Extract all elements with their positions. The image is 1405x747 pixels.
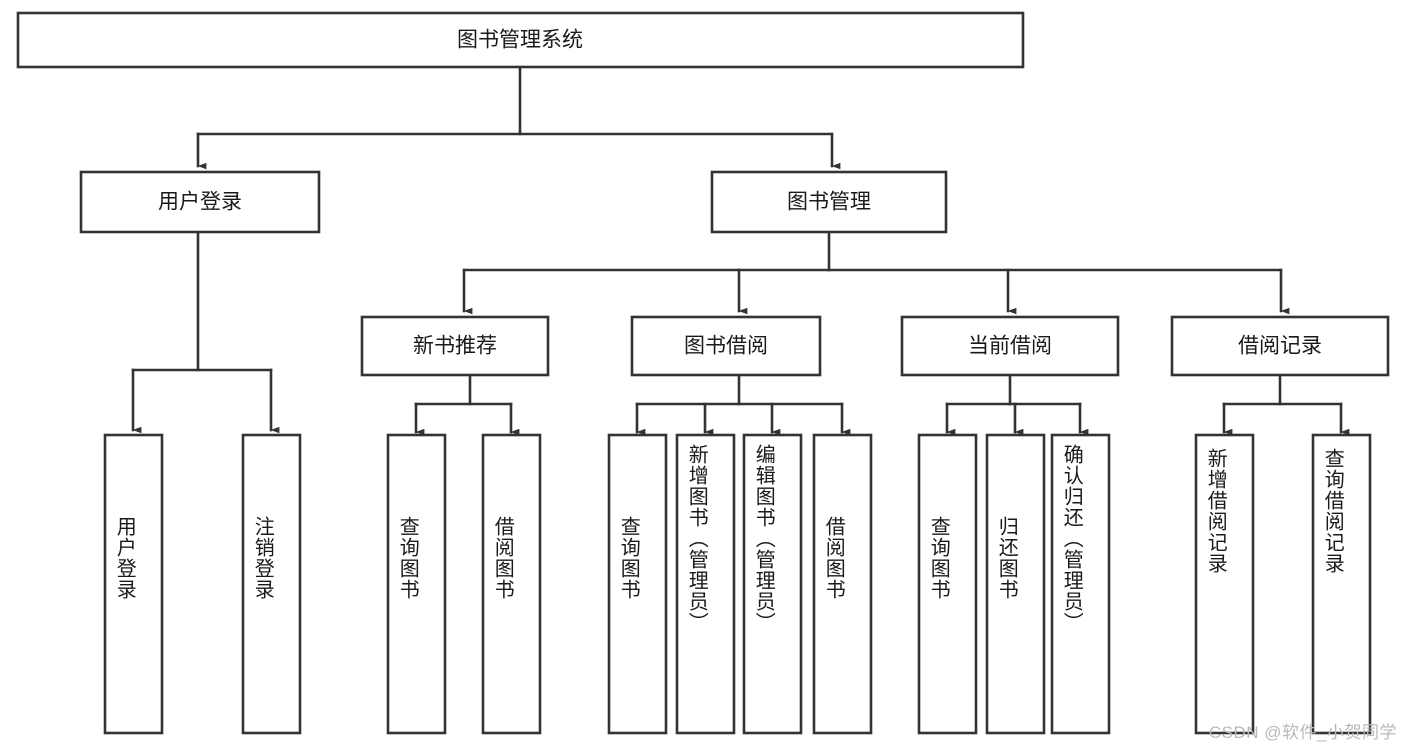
node-book-borrow-label: 图书借阅 — [684, 335, 768, 358]
node-current-borrow[interactable]: 当前借阅 — [900, 315, 1120, 377]
node-borrow-record[interactable]: 借阅记录 — [1170, 315, 1390, 377]
node-borrow-record-label: 借阅记录 — [1238, 335, 1322, 358]
node-root-label: 图书管理系统 — [457, 29, 583, 52]
node-leaf-query-book-3[interactable] — [917, 433, 978, 735]
node-leaf-query-book-1[interactable] — [386, 433, 447, 735]
node-leaf-edit-book[interactable] — [742, 433, 803, 735]
node-new-book-recommend-label: 新书推荐 — [413, 335, 497, 358]
node-book-manage[interactable]: 图书管理 — [710, 170, 948, 234]
node-leaf-query-book-2[interactable] — [607, 433, 668, 735]
node-book-borrow[interactable]: 图书借阅 — [630, 315, 822, 377]
edge-group-book-borrow — [635, 373, 851, 436]
edge-group-user-login — [131, 230, 280, 434]
edge-group-root — [196, 65, 841, 170]
node-root[interactable]: 图书管理系统 — [16, 11, 1025, 69]
node-leaf-add-record[interactable] — [1194, 433, 1255, 735]
node-leaf-user-login[interactable] — [103, 433, 164, 735]
node-current-borrow-label: 当前借阅 — [968, 335, 1052, 358]
edge-group-book-manage — [462, 230, 1290, 315]
csdn-watermark: CSDN @软件_小贺同学 — [1208, 723, 1397, 742]
node-user-login-label: 用户登录 — [158, 191, 242, 214]
node-leaf-borrow-book-1[interactable] — [481, 433, 542, 735]
edge-group-new-book-recommend — [414, 373, 520, 436]
node-leaf-return-book[interactable] — [985, 433, 1046, 735]
edge-group-borrow-record — [1222, 373, 1350, 436]
node-leaf-add-book[interactable] — [675, 433, 736, 735]
node-user-login[interactable]: 用户登录 — [79, 170, 321, 234]
node-new-book-recommend[interactable]: 新书推荐 — [360, 315, 550, 377]
node-leaf-logout-login[interactable] — [241, 433, 302, 735]
edge-group-current-borrow — [945, 373, 1089, 436]
node-leaf-confirm-return[interactable] — [1050, 433, 1111, 735]
node-book-manage-label: 图书管理 — [787, 191, 871, 214]
node-leaf-query-record[interactable] — [1311, 433, 1372, 735]
node-leaf-borrow-book-2[interactable] — [812, 433, 873, 735]
